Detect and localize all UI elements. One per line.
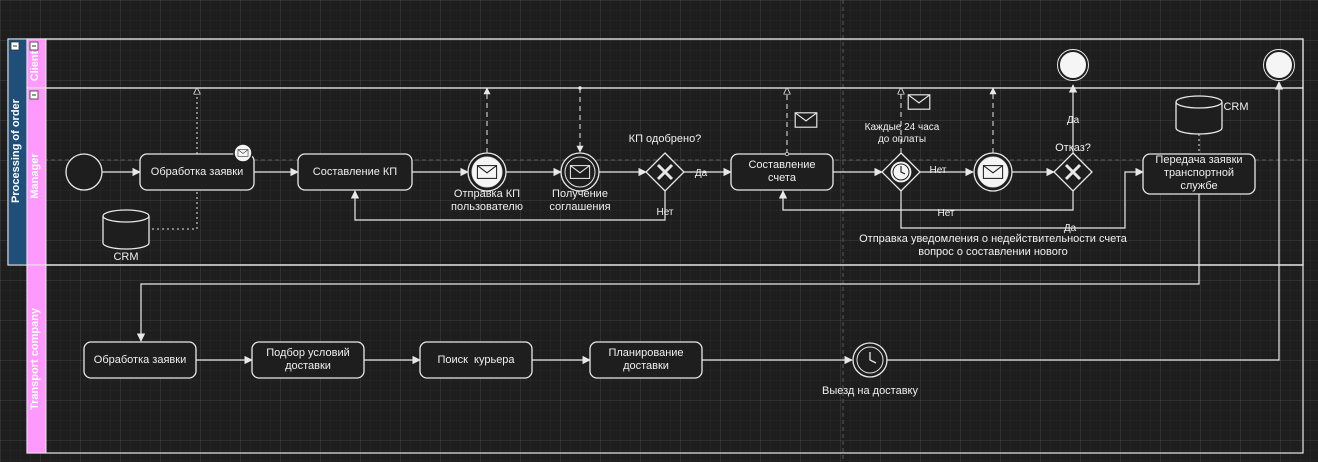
gw-refuse-question: Отказ? xyxy=(1055,142,1091,154)
end-event-delivery xyxy=(1264,50,1294,80)
task-conditions-label: Подбор условий доставки xyxy=(266,347,350,372)
gw-kp-no: Нет xyxy=(656,207,674,218)
gw-refuse-no: Нет xyxy=(937,208,955,219)
crm-left-label: CRM xyxy=(113,251,139,263)
notice-label: Отправка уведомления о недействительност… xyxy=(859,233,1127,258)
crm-database-right xyxy=(1175,95,1223,135)
timer-envelope-icon xyxy=(907,94,931,110)
yes-bottom: Да xyxy=(1063,223,1077,234)
invoice-envelope-icon xyxy=(794,112,818,128)
timer-label: Каждые 24 часа до оплаты xyxy=(864,122,940,145)
gw-kp-question: КП одобрено? xyxy=(628,133,702,145)
task-kp-label: Составление КП xyxy=(312,165,398,178)
task-invoice-label: Составление счета xyxy=(748,159,816,184)
task-receive-label: Обработка заявки xyxy=(150,165,244,178)
timer-no: Нет xyxy=(929,165,947,176)
crm-right-label: CRM xyxy=(1223,101,1249,113)
end-event-refusal xyxy=(1058,50,1088,80)
gw-kp-yes: Да xyxy=(694,168,708,179)
lane-transport-header xyxy=(26,264,47,454)
lane-client-label: Client xyxy=(29,50,41,82)
lane-transport-label: Transport company xyxy=(29,307,41,411)
send-kp-label: Отправка КП пользователю xyxy=(451,188,523,213)
agreement-label: Получение соглашения xyxy=(549,188,611,213)
gw-refuse-yes: Да xyxy=(1066,115,1080,126)
crm-database-left xyxy=(102,209,150,250)
lane-manager-label: Manager xyxy=(29,153,41,199)
task-plan-label: Планирование доставки xyxy=(608,347,684,372)
start-event xyxy=(65,153,103,191)
departure-label: Выезд на доставку xyxy=(822,385,918,397)
lane-client xyxy=(26,38,1304,89)
pool-frame xyxy=(7,38,1304,266)
task-courier-label: Поиск курьера xyxy=(437,353,515,366)
task-transfer-label: Передача заявки транспортной службе xyxy=(1155,153,1243,192)
task-transport-process-label: Обработка заявки xyxy=(93,353,187,366)
pool-title: Processing of order xyxy=(10,99,22,203)
